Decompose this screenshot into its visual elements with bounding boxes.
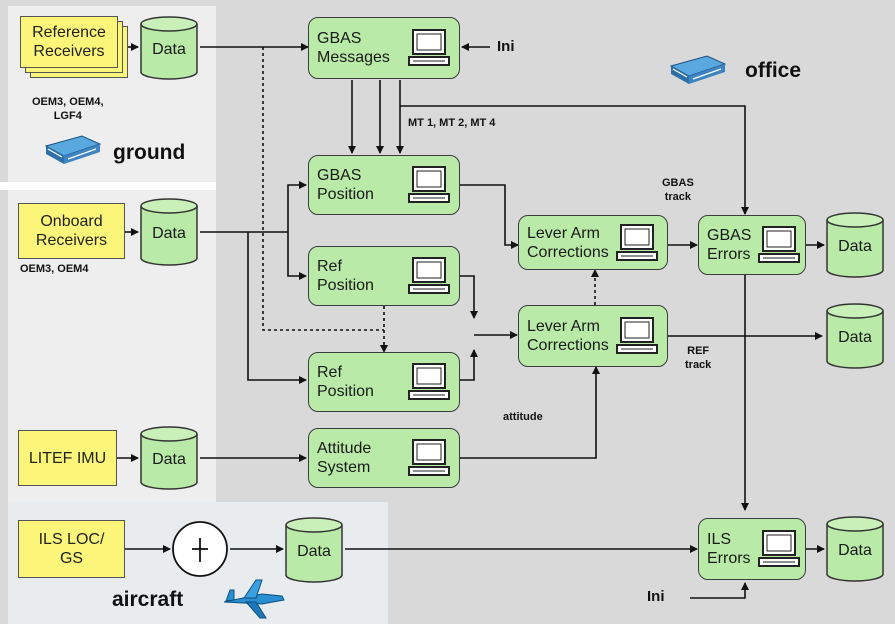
onboard-receivers-box: Onboard Receivers [18,203,125,259]
reference-receivers-box: Reference Receivers [20,16,118,68]
aircraft-area-label: aircraft [112,588,184,611]
node-gbas-errors: GBAS Errors [698,215,806,275]
attitude-label: attitude [503,411,543,423]
node-gbas-messages-label: GBAS Messages [317,30,390,66]
computer-icon [408,363,450,400]
data-store-reference: Data [140,16,198,80]
ils-loc-gs-box: ILS LOC/ GS [18,520,125,578]
node-lever-arm-2-label: Lever Arm Corrections [527,318,609,354]
data-store-imu: Data [140,426,198,490]
data-store-gbas-errors: Data [826,212,884,278]
data-store-aircraft: Data [285,517,343,583]
building-icon-office [669,55,727,84]
computer-icon [408,166,450,203]
computer-icon [408,439,450,476]
computer-icon [408,29,450,66]
data-store-onboard: Data [140,198,198,266]
data-store-label: Data [152,224,186,242]
message-types-label: MT 1, MT 2, MT 4 [408,117,496,129]
gbas-track-label: GBAS track [662,177,694,203]
node-gbas-errors-label: GBAS Errors [707,227,752,263]
computer-icon [758,226,800,263]
computer-icon [616,223,658,261]
ini-label-bottom: Ini [647,588,665,605]
data-store-ref-track: Data [826,303,884,369]
data-store-label: Data [297,542,331,560]
node-attitude-system: Attitude System [308,428,460,488]
computer-icon [616,317,658,354]
office-area-label: office [745,59,802,82]
node-lever-arm-2: Lever Arm Corrections [518,305,668,367]
node-attitude-system-label: Attitude System [317,440,372,476]
data-store-label: Data [152,40,186,58]
node-ref-position-2-label: Ref Position [317,364,374,400]
node-lever-arm-1: Lever Arm Corrections [518,215,668,270]
data-store-ils-errors: Data [826,516,884,582]
node-gbas-position: GBAS Position [308,155,460,215]
ref-track-label: REF track [685,345,712,371]
ground-area-label: ground [113,141,186,164]
computer-icon [758,530,800,567]
data-store-label: Data [838,541,872,559]
node-lever-arm-1-label: Lever Arm Corrections [527,224,609,261]
node-gbas-messages: GBAS Messages [308,17,460,79]
ini-label-top: Ini [497,38,515,55]
reference-receiver-models: OEM3, OEM4, LGF4 [32,96,104,122]
node-gbas-position-label: GBAS Position [317,167,374,203]
litef-imu-box: LITEF IMU [18,430,117,486]
onboard-receiver-models: OEM3, OEM4 [20,263,89,275]
node-ref-position-2: Ref Position [308,352,460,412]
data-store-label: Data [152,450,186,468]
node-ils-errors-label: ILS Errors [707,531,751,567]
data-store-label: Data [838,328,872,346]
node-ref-position-1: Ref Position [308,246,460,306]
data-store-label: Data [838,237,872,255]
node-ils-errors: ILS Errors [698,518,806,580]
building-icon-ground [44,135,102,164]
node-ref-position-1-label: Ref Position [317,258,374,294]
computer-icon [408,257,450,294]
airplane-icon [223,579,285,619]
